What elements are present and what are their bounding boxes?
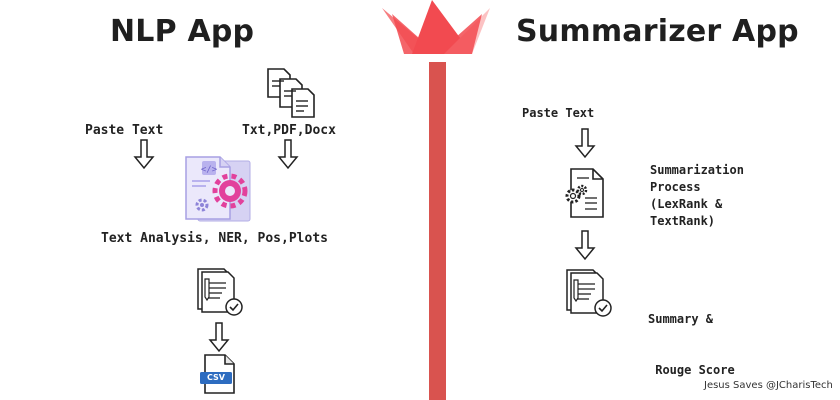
paste-text-label: Paste Text bbox=[85, 123, 164, 138]
text-analysis-label: Text Analysis, NER, Pos,Plots bbox=[101, 231, 328, 246]
formats-label: Txt,PDF,Docx bbox=[242, 123, 336, 138]
footer-credit: Jesus Saves @JCharisTech bbox=[704, 380, 833, 391]
summarization-process-label: Summarization Process (LexRank & TextRan… bbox=[650, 162, 744, 230]
code-gear-document-icon: </> bbox=[185, 156, 251, 222]
down-arrow-icon bbox=[574, 230, 596, 261]
summarizer-app-title: Summarizer App bbox=[516, 14, 799, 49]
down-arrow-icon bbox=[208, 322, 230, 353]
crown-logo-icon bbox=[382, 0, 490, 54]
process-line-4: TextRank) bbox=[650, 214, 716, 228]
nlp-app-title: NLP App bbox=[110, 14, 255, 49]
svg-text:</>: </> bbox=[201, 165, 218, 175]
process-line-2: Process bbox=[650, 180, 701, 194]
checked-document-icon bbox=[197, 268, 243, 316]
logo-base bbox=[392, 14, 482, 54]
result-line-2: Rouge Score bbox=[648, 363, 735, 377]
stacked-files-icon bbox=[267, 68, 315, 118]
down-arrow-icon bbox=[574, 128, 596, 159]
process-line-1: Summarization bbox=[650, 163, 744, 177]
summary-rouge-label: Summary & Rouge Score bbox=[648, 277, 735, 396]
gear-document-icon bbox=[565, 168, 604, 218]
down-arrow-icon bbox=[133, 139, 155, 170]
center-divider-pillar bbox=[429, 62, 446, 400]
checked-document-icon bbox=[566, 269, 612, 317]
process-line-3: (LexRank & bbox=[650, 197, 723, 211]
csv-label: CSV bbox=[207, 373, 225, 382]
result-line-1: Summary & bbox=[648, 312, 714, 326]
down-arrow-icon bbox=[277, 139, 299, 170]
summarizer-paste-text-label: Paste Text bbox=[522, 106, 595, 120]
csv-file-icon: CSV bbox=[199, 354, 239, 394]
